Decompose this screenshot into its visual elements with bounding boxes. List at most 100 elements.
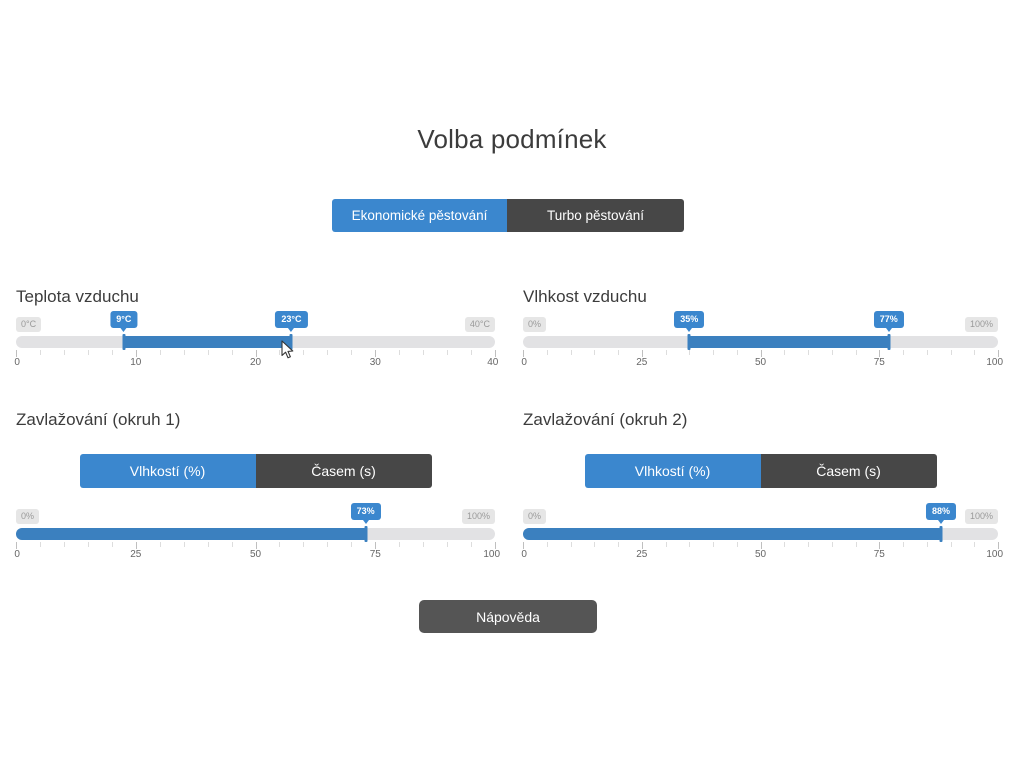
ruler-tick-label: 10 — [130, 357, 142, 368]
slider-track-wrap[interactable]: 9°C 23°C — [16, 311, 495, 350]
ruler-tick-minor — [279, 350, 281, 355]
ruler-tick-minor — [570, 542, 572, 547]
ruler-tick-minor — [713, 350, 714, 355]
ruler-tick-major — [641, 542, 643, 549]
slider-ruler — [16, 542, 496, 552]
ruler-tick-minor — [303, 350, 305, 355]
slider-handle[interactable] — [122, 334, 126, 350]
ruler-tick-minor — [87, 350, 89, 355]
ruler-tick-minor — [546, 350, 548, 355]
ruler-tick-label: 20 — [249, 357, 262, 368]
slider-min-label: 0% — [16, 509, 40, 524]
ruler-tick-minor — [855, 542, 857, 547]
slider-value-tooltip: 77% — [873, 311, 904, 332]
irrigation-2-mode-toggle-group[interactable]: Vlhkostí (%) Časem (s) — [584, 454, 937, 488]
slider-track-wrap[interactable]: 88% — [523, 503, 998, 542]
slider-handle[interactable] — [289, 334, 293, 350]
section-title-irrigation-circuit-1: Zavlažování (okruh 1) — [16, 410, 181, 429]
irrigation-1-option-humidity[interactable]: Vlhkostí (%) — [79, 454, 256, 488]
slider-handle[interactable] — [939, 526, 943, 542]
ruler-tick-major — [135, 350, 137, 357]
ruler-tick-minor — [39, 350, 41, 355]
slider-value-tooltip: 23°C — [275, 311, 308, 332]
ruler-tick-major — [375, 350, 377, 357]
ruler-tick-minor — [808, 350, 809, 355]
ruler-tick-minor — [39, 542, 41, 547]
ruler-tick-major — [641, 350, 643, 357]
slider-handle[interactable] — [687, 334, 691, 350]
irrigation-2-option-humidity[interactable]: Vlhkostí (%) — [584, 454, 761, 488]
ruler-tick-label: 0 — [14, 549, 20, 560]
mode-toggle-group[interactable]: Ekonomické pěstování Turbo pěstování — [332, 199, 684, 232]
ruler-tick-label: 50 — [249, 549, 262, 560]
slider-max-label: 100% — [461, 509, 495, 524]
ruler-tick-major — [255, 542, 257, 549]
ruler-tick-major — [998, 350, 999, 357]
slider-handle[interactable] — [887, 334, 891, 350]
ruler-tick-minor — [87, 542, 89, 547]
ruler-tick-minor — [159, 350, 161, 355]
ruler-tick-minor — [351, 542, 353, 547]
ruler-tick-minor — [327, 350, 329, 355]
section-irrigation-circuit-2: Zavlažování (okruh 2) Vlhkostí (%) Časem… — [521, 410, 1003, 565]
ruler-tick-major — [495, 542, 496, 549]
ruler-tick-minor — [351, 350, 353, 355]
ruler-tick-minor — [183, 350, 185, 355]
slider-track-wrap[interactable]: 73% — [16, 503, 495, 542]
irrigation-2-option-time[interactable]: Časem (s) — [760, 454, 937, 488]
ruler-tick-label: 30 — [369, 357, 381, 368]
slider-value-tooltip: 9°C — [110, 311, 138, 332]
ruler-tick-minor — [423, 542, 425, 547]
ruler-tick-label: 50 — [754, 357, 767, 368]
ruler-tick-label: 0 — [521, 549, 527, 560]
irrigation-1-option-time[interactable]: Časem (s) — [255, 454, 432, 488]
ruler-tick-label: 75 — [873, 357, 885, 368]
ruler-tick-minor — [926, 350, 928, 355]
ruler-tick-minor — [111, 350, 113, 355]
ruler-tick-major — [760, 542, 762, 549]
ruler-tick-minor — [111, 542, 113, 547]
ruler-tick-label: 25 — [130, 549, 142, 560]
ruler-tick-label: 40 — [487, 357, 499, 368]
slider-max-label: 100% — [964, 317, 998, 332]
ruler-tick-minor — [327, 542, 329, 547]
ruler-tick-minor — [618, 350, 619, 355]
ruler-tick-minor — [423, 350, 425, 355]
section-title-irrigation-circuit-2: Zavlažování (okruh 2) — [523, 410, 688, 429]
ruler-tick-label: 100 — [483, 549, 501, 560]
ruler-tick-minor — [471, 542, 473, 547]
ruler-tick-major — [375, 542, 377, 549]
ruler-tick-minor — [618, 542, 619, 547]
help-button[interactable]: Nápověda — [419, 600, 597, 633]
ruler-tick-label: 50 — [754, 549, 767, 560]
ruler-tick-minor — [926, 542, 928, 547]
slider-track-wrap[interactable]: 35%77% — [523, 311, 998, 350]
ruler-tick-minor — [808, 542, 809, 547]
ruler-tick-label: 0 — [521, 357, 527, 368]
ruler-tick-minor — [736, 350, 738, 355]
mode-toggle-option-turbo[interactable]: Turbo pěstování — [507, 199, 684, 232]
ruler-tick-major — [523, 542, 524, 549]
ruler-tick-label: 100 — [986, 357, 1004, 368]
section-title-air-temperature: Teplota vzduchu — [16, 287, 139, 306]
slider-fill — [689, 336, 889, 348]
ruler-tick-minor — [447, 542, 449, 547]
ruler-tick-major — [879, 350, 881, 357]
ruler-tick-major — [523, 350, 524, 357]
ruler-tick-minor — [231, 350, 233, 355]
irrigation-1-mode-toggle-group[interactable]: Vlhkostí (%) Časem (s) — [79, 454, 432, 488]
mode-toggle-option-economy[interactable]: Ekonomické pěstování — [332, 199, 507, 232]
ruler-tick-major — [879, 542, 881, 549]
slider-irrigation-circuit-1[interactable]: 0% 100% 73% 0 25 50 75 100 — [14, 503, 500, 565]
ruler-tick-minor — [399, 350, 401, 355]
ruler-tick-label: 25 — [636, 357, 648, 368]
ruler-tick-label: 25 — [636, 549, 648, 560]
ruler-tick-minor — [63, 542, 65, 547]
slider-handle[interactable] — [364, 526, 368, 542]
ruler-tick-label: 75 — [369, 549, 381, 560]
